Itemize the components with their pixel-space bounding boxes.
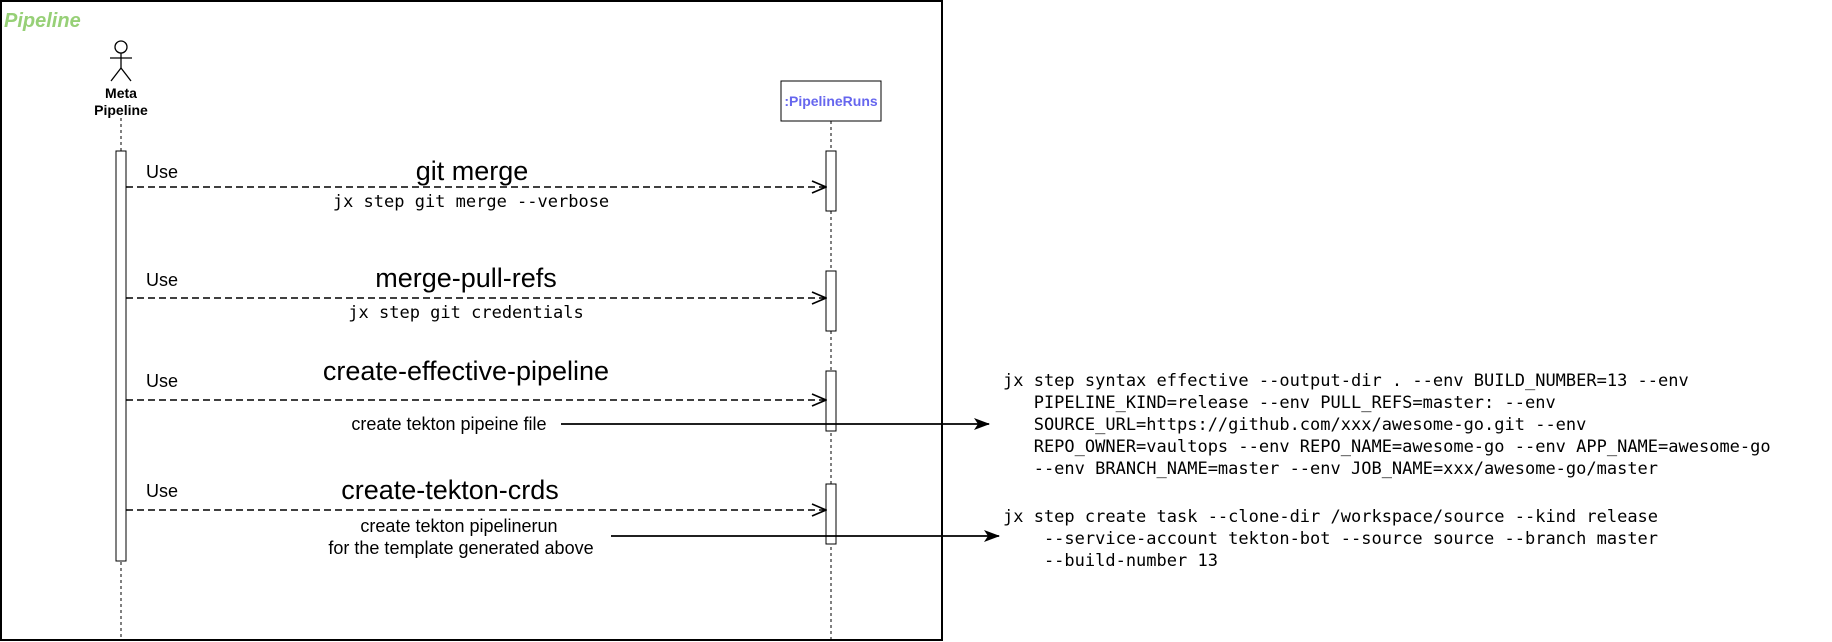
message-title-2: merge-pull-refs xyxy=(375,263,557,293)
use-label-1: Use xyxy=(146,162,178,182)
message-title-4: create-tekton-crds xyxy=(341,475,559,505)
command-task-line: --build-number 13 xyxy=(1003,551,1218,571)
message-command-2: jx step git credentials xyxy=(348,303,583,323)
command-effective-line: --env BRANCH_NAME=master --env JOB_NAME=… xyxy=(1003,459,1658,479)
message-title-1: git merge xyxy=(416,156,529,186)
pipelineruns-label: :PipelineRuns xyxy=(784,93,878,109)
use-label-3: Use xyxy=(146,371,178,391)
note-effective-pipeline: create tekton pipeine file xyxy=(351,414,546,434)
use-label-4: Use xyxy=(146,481,178,501)
frame-title: Pipeline xyxy=(4,10,81,32)
activation-4 xyxy=(825,483,837,545)
command-task-line: --service-account tekton-bot --source so… xyxy=(1003,529,1658,549)
pipelineruns-box xyxy=(780,80,882,122)
command-effective-line: jx step syntax effective --output-dir . … xyxy=(1003,371,1689,391)
command-effective-line: REPO_OWNER=vaultops --env REPO_NAME=awes… xyxy=(1003,437,1771,457)
command-block-effective: jx step syntax effective --output-dir . … xyxy=(1003,371,1771,479)
command-effective-line: SOURCE_URL=https://github.com/xxx/awesom… xyxy=(1003,415,1586,435)
command-task-line: jx step create task --clone-dir /workspa… xyxy=(1003,507,1658,527)
actor-label-line2: Pipeline xyxy=(94,102,148,118)
command-effective-line: PIPELINE_KIND=release --env PULL_REFS=ma… xyxy=(1003,393,1556,413)
use-label-2: Use xyxy=(146,270,178,290)
note-crds-line1: create tekton pipelinerun xyxy=(360,516,557,536)
note-crds-line2: for the template generated above xyxy=(328,538,593,558)
command-block-task: jx step create task --clone-dir /workspa… xyxy=(1003,507,1658,571)
actor-activation xyxy=(115,150,127,562)
activation-2 xyxy=(825,270,837,332)
activation-1 xyxy=(825,150,837,212)
activation-3 xyxy=(825,370,837,432)
actor-icon xyxy=(110,40,132,82)
message-command-1: jx step git merge --verbose xyxy=(333,192,609,212)
pipeline-frame xyxy=(0,0,943,641)
message-title-3: create-effective-pipeline xyxy=(323,356,609,386)
actor-label-line1: Meta xyxy=(105,85,137,101)
